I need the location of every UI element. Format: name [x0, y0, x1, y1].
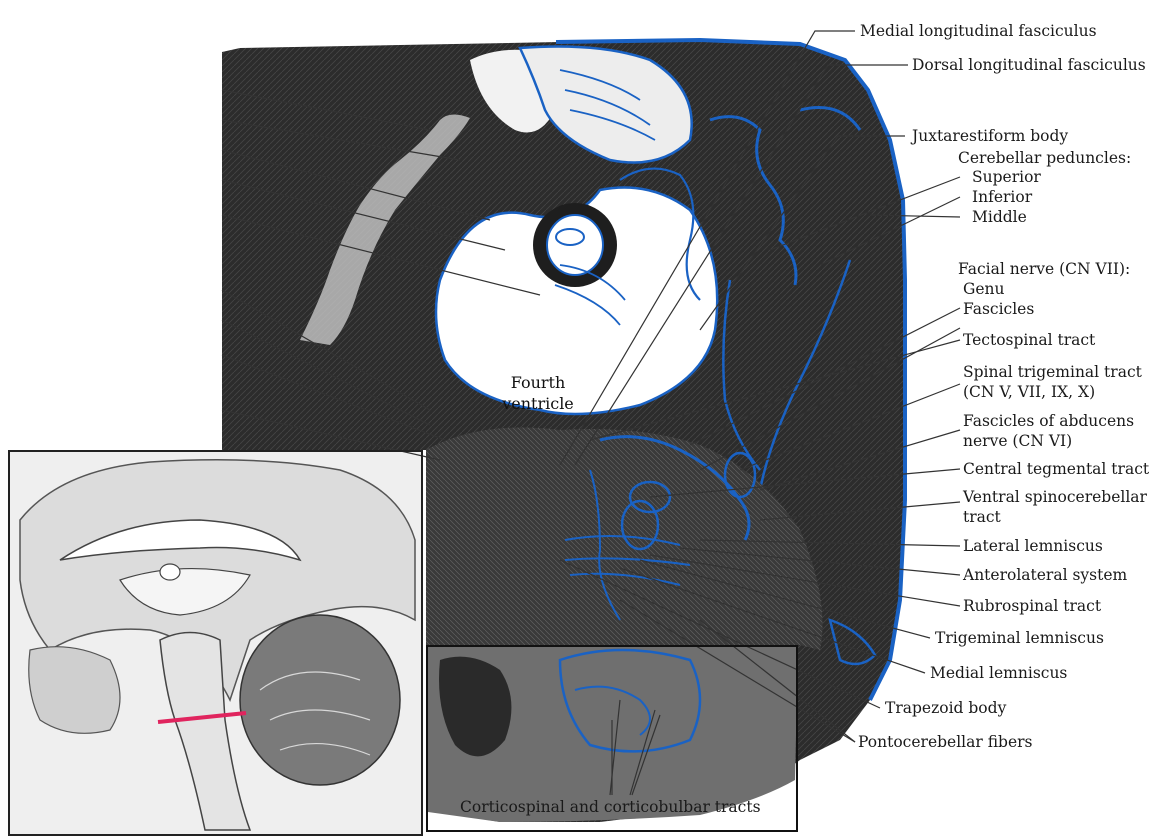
midsagittal-brain-inset — [9, 451, 422, 835]
label-trigeminal-lemniscus: Trigeminal lemniscus — [935, 629, 1104, 647]
label-juxtarestiform-body: Juxtarestiform body — [912, 127, 1069, 145]
label-spinal-trigeminal-tract: Spinal trigeminal tract — [963, 363, 1142, 381]
label-ventral-spinocerebellar: Ventral spinocerebellar — [963, 488, 1147, 506]
leader-lines — [221, 30, 961, 796]
corticospinal-pointers — [611, 714, 661, 796]
inset-frame — [8, 450, 423, 836]
label-tectospinal-tract: Tectospinal tract — [963, 331, 1096, 349]
histology-section — [222, 37, 907, 822]
label-trapezoid-body: Trapezoid body — [885, 699, 1007, 717]
label-fourth: Fourth — [510, 373, 566, 392]
label-abducens-fascicles: Fascicles of abducens — [963, 412, 1135, 430]
label-lateral-lemniscus: Lateral lemniscus — [963, 537, 1103, 555]
label-spinal-trigeminal-tract-cn: (CN V, VII, IX, X) — [963, 383, 1096, 401]
label-facial-nerve: Facial nerve (CN VII): — [958, 260, 1131, 278]
label-genu: Genu — [963, 280, 1005, 298]
label-dorsal-longitudinal-fasciculus: Dorsal longitudinal fasciculus — [912, 56, 1146, 74]
label-medial-lemniscus: Medial lemniscus — [930, 664, 1068, 682]
label-anterolateral-system: Anterolateral system — [963, 566, 1128, 584]
label-ventral-spinocerebellar-tract: tract — [963, 508, 1001, 526]
label-superior: Superior — [972, 168, 1041, 186]
label-corticospinal-corticobulbar: Corticospinal and corticobulbar tracts — [460, 798, 761, 816]
label-inferior: Inferior — [972, 188, 1033, 206]
label-central-tegmental-tract: Central tegmental tract — [963, 460, 1150, 478]
section-level-marker — [157, 711, 247, 724]
label-fourth-ventricle: Fourth ventricle — [488, 372, 588, 414]
label-cerebellar-peduncles: Cerebellar peduncles: — [958, 149, 1132, 167]
label-rubrospinal-tract: Rubrospinal tract — [963, 597, 1102, 615]
label-medial-longitudinal-fasciculus: Medial longitudinal fasciculus — [860, 22, 1097, 40]
label-pontocerebellar-fibers: Pontocerebellar fibers — [858, 733, 1033, 751]
basilar-pons-frame — [426, 645, 798, 832]
label-abducens-nerve: nerve (CN VI) — [963, 432, 1073, 450]
label-fascicles: Fascicles — [963, 300, 1035, 318]
label-middle: Middle — [972, 208, 1027, 226]
label-ventricle: ventricle — [502, 394, 574, 413]
